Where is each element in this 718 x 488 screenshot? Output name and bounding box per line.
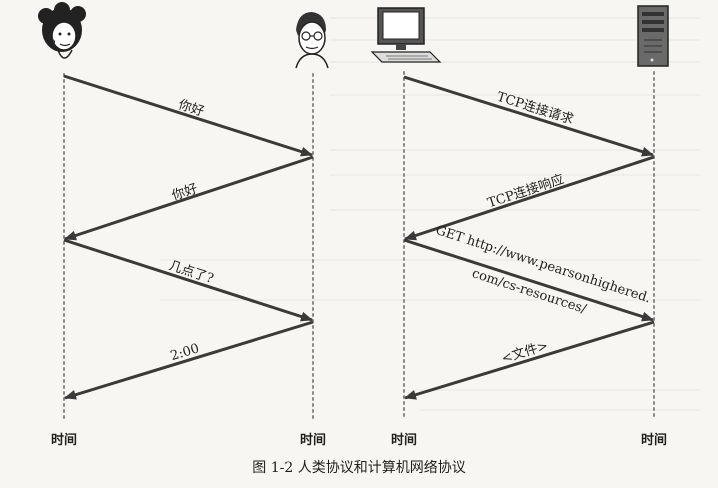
human-protocol-arrows: [63, 74, 314, 400]
figure-caption: 图 1-2 人类协议和计算机网络协议: [252, 460, 465, 476]
arrow-get-request: [403, 238, 654, 322]
arrow-time-reply: [64, 320, 314, 400]
arrow-what-time: [63, 238, 313, 322]
time-label-woman: 时间: [51, 432, 77, 448]
message-label-what-time: 几点了?: [167, 258, 215, 286]
time-label-computer: 时间: [391, 432, 417, 448]
background-bleed: [160, 17, 700, 411]
server-tower-icon: [637, 5, 669, 67]
timelines: [63, 71, 655, 419]
arrow-file-response: [404, 320, 655, 400]
message-label-hello-1: 你好: [176, 98, 205, 120]
man-icon: [295, 12, 329, 69]
message-label-hello-2: 你好: [170, 181, 199, 203]
arrow-hello-2: [64, 155, 314, 241]
arrow-tcp-response: [404, 155, 655, 241]
arrow-hello-1: [63, 74, 313, 157]
time-label-server: 时间: [641, 432, 667, 448]
desktop-computer-icon: [370, 7, 442, 63]
woman-icon: [38, 2, 86, 59]
network-protocol-arrows: [403, 75, 655, 400]
time-label-man: 时间: [300, 432, 326, 448]
arrow-tcp-request: [403, 75, 654, 157]
